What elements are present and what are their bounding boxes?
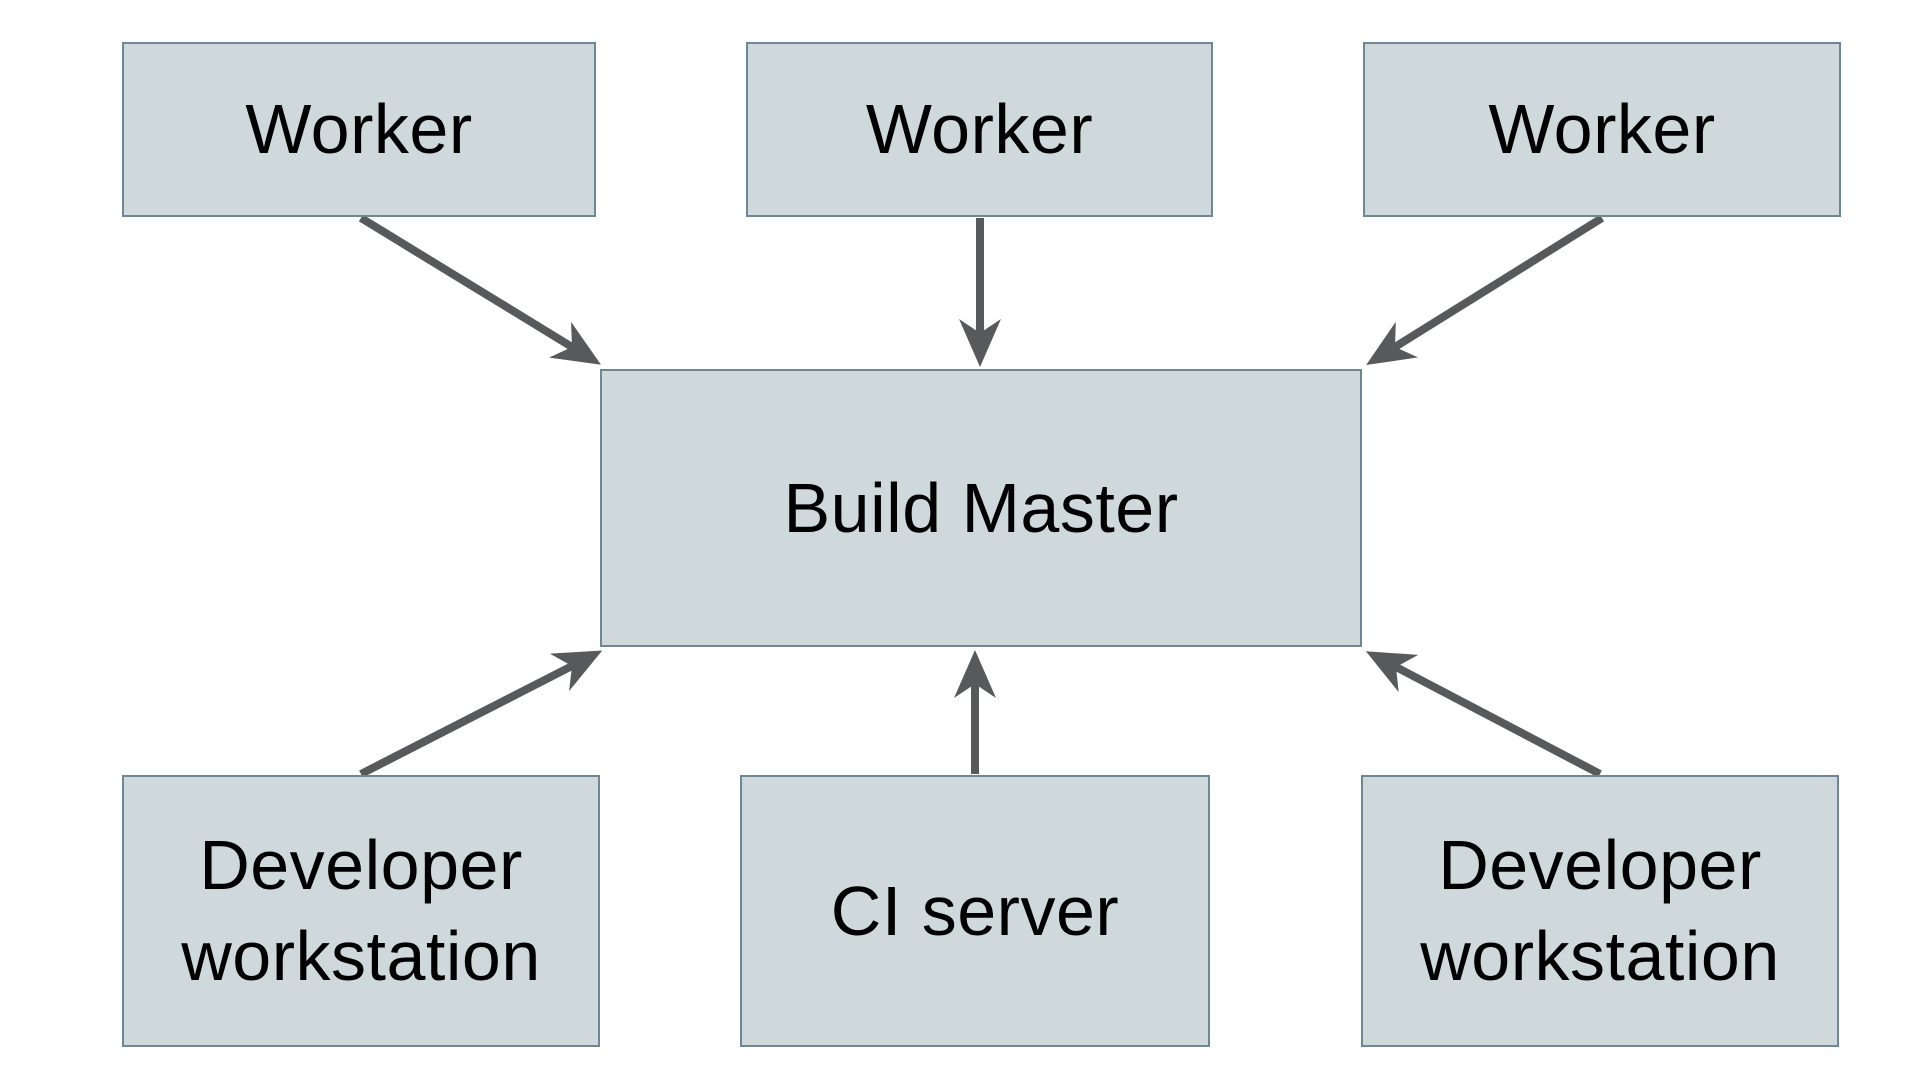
node-developer-workstation-left-label: Developer workstation [181, 826, 541, 995]
node-build-master: Build Master [600, 369, 1362, 647]
node-worker-2-label: Worker [865, 90, 1094, 168]
node-build-master-label: Build Master [783, 468, 1179, 547]
arrow-developer-workstation-right-to-build-master [1365, 651, 1602, 778]
arrow-worker-3-to-build-master [1366, 214, 1605, 365]
node-worker-1-label: Worker [245, 90, 473, 168]
arrow-developer-workstation-left-to-build-master [359, 650, 603, 778]
node-developer-workstation-left: Developer workstation [122, 775, 600, 1047]
node-ci-server: CI server [740, 775, 1210, 1047]
node-worker-1: Worker [122, 42, 596, 217]
node-worker-3: Worker [1363, 42, 1841, 217]
node-developer-workstation-right: Developer workstation [1361, 775, 1839, 1047]
node-developer-workstation-right-label: Developer workstation [1420, 826, 1780, 995]
node-worker-2: Worker [746, 42, 1213, 217]
node-worker-3-label: Worker [1488, 90, 1716, 168]
arrow-worker-1-to-build-master [358, 214, 602, 365]
node-ci-server-label: CI server [830, 871, 1120, 950]
